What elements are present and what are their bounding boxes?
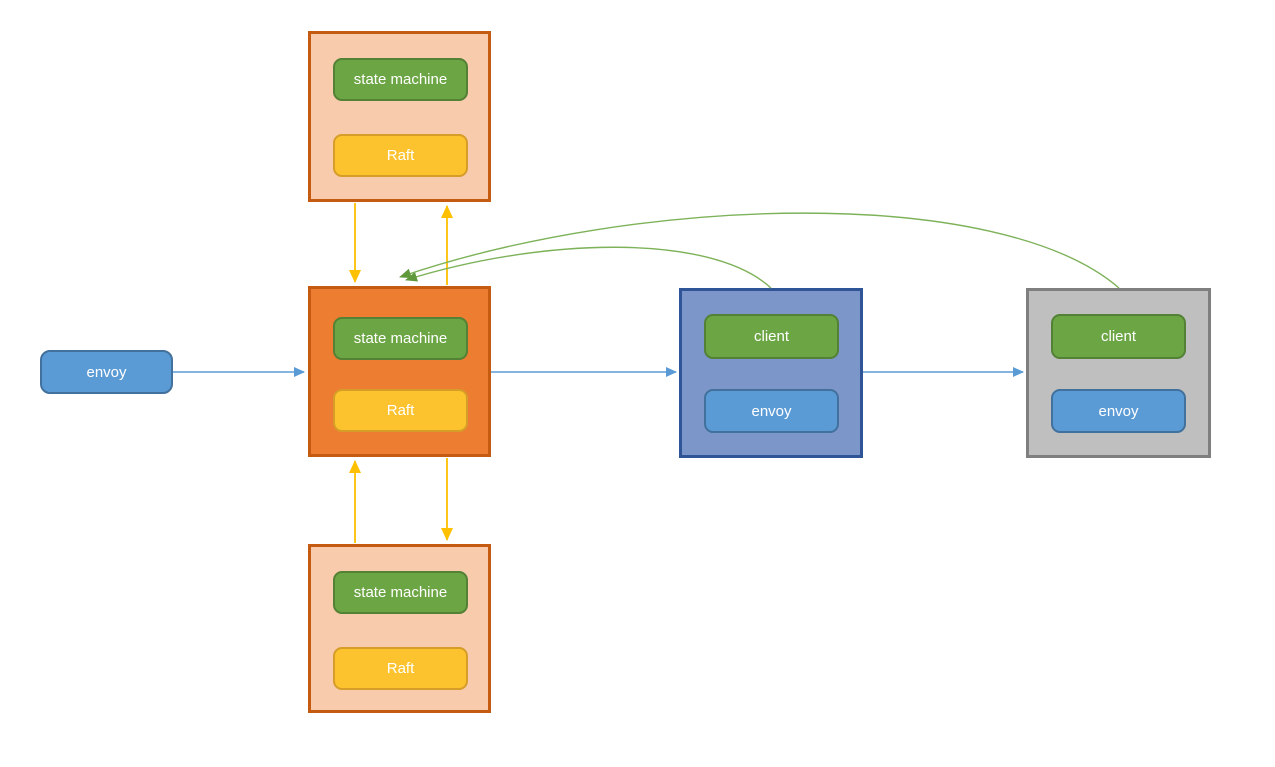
node-bottom-state-machine-label: state machine — [353, 584, 448, 601]
node-left-envoy: envoy — [40, 350, 173, 394]
group-client-gray: client envoy — [1026, 288, 1211, 458]
node-client-blue-envoy-label: envoy — [751, 402, 792, 420]
node-bottom-state-machine: state machine — [333, 571, 468, 614]
group-client-blue: client envoy — [679, 288, 863, 458]
node-center-state-machine-label: state machine — [353, 330, 448, 347]
group-center-raft-server: state machine Raft — [308, 286, 491, 457]
node-top-state-machine: state machine — [333, 58, 468, 101]
node-bottom-raft: Raft — [333, 647, 468, 690]
node-top-state-machine-label: state machine — [353, 71, 448, 88]
group-top-raft-server: state machine Raft — [308, 31, 491, 202]
node-center-raft: Raft — [333, 389, 468, 432]
node-client-gray-client: client — [1051, 314, 1186, 359]
node-left-envoy-label: envoy — [86, 363, 127, 381]
node-bottom-raft-label: Raft — [386, 660, 415, 677]
group-bottom-raft-server: state machine Raft — [308, 544, 491, 713]
node-client-gray-client-label: client — [1100, 328, 1137, 345]
arrow-client-blue-to-state-machine — [405, 246, 772, 289]
node-client-blue-client: client — [704, 314, 839, 359]
node-center-raft-label: Raft — [386, 402, 415, 419]
node-client-gray-envoy: envoy — [1051, 389, 1186, 433]
arrow-client-gray-to-state-machine — [399, 212, 1120, 289]
node-center-state-machine: state machine — [333, 317, 468, 360]
node-top-raft-label: Raft — [386, 147, 415, 164]
node-client-blue-envoy: envoy — [704, 389, 839, 433]
node-top-raft: Raft — [333, 134, 468, 177]
node-client-gray-envoy-label: envoy — [1098, 402, 1139, 420]
node-client-blue-client-label: client — [753, 328, 790, 345]
